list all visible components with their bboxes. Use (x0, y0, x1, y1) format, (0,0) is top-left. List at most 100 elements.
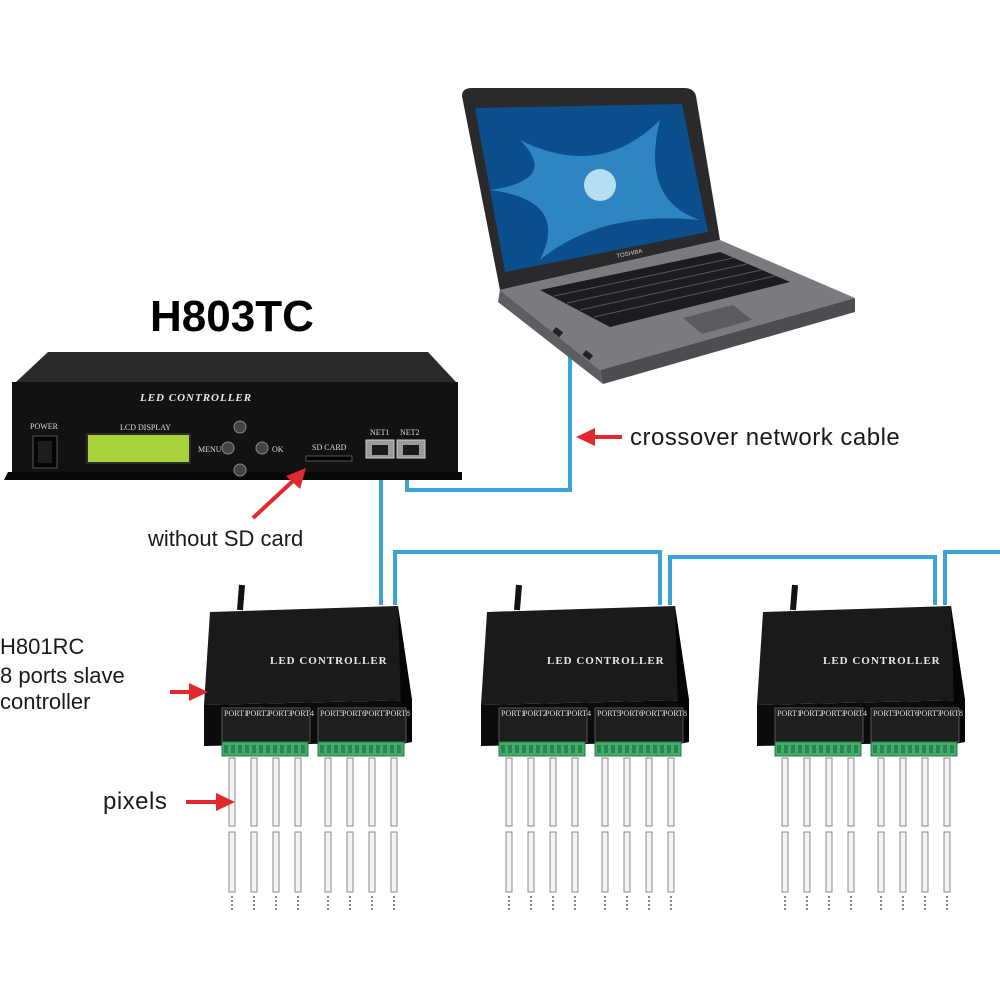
port-label: PORT3 (545, 709, 569, 718)
slave1-to-slave2-cable (393, 550, 662, 605)
pixel-strand (549, 757, 557, 910)
power-label: POWER (30, 422, 59, 431)
port-label: PORT3 (821, 709, 845, 718)
port-block (774, 707, 864, 743)
pixel-strand (294, 757, 302, 910)
port-label: PORT2 (246, 709, 270, 718)
terminal-strip (870, 741, 958, 757)
menu-down-button[interactable] (233, 463, 247, 477)
pixel-strand (877, 757, 885, 910)
pixel-strand (324, 757, 332, 910)
sd-card-slot[interactable] (305, 455, 353, 462)
terminal-strip (317, 741, 405, 757)
pixels-arrow (186, 793, 235, 811)
slave3-onward-cable (943, 550, 1000, 605)
pixel-strand (645, 757, 653, 910)
laptop-brand: TOSHIBA (616, 249, 643, 260)
port-label: PORT5 (873, 709, 897, 718)
pixel-strand (847, 757, 855, 910)
pixel-strand (601, 757, 609, 910)
annotation-arrows (170, 428, 622, 811)
port-label: PORT7 (364, 709, 388, 718)
power-cord (237, 584, 245, 611)
port-label: PORT4 (290, 709, 314, 718)
menu-right-button[interactable] (255, 441, 269, 455)
slave-body (204, 606, 412, 705)
slave-body (481, 606, 689, 705)
without-sd-card-label: without SD card (148, 526, 304, 551)
port-label: PORT7 (641, 709, 665, 718)
pixel-strand (368, 757, 376, 910)
port-label: PORT4 (843, 709, 867, 718)
pixel-strand (899, 757, 907, 910)
slave2-to-slave3-cable (668, 555, 937, 605)
port-label: PORT6 (895, 709, 919, 718)
menu-up-button[interactable] (233, 420, 247, 434)
port-label: PORT5 (597, 709, 621, 718)
pixel-strand (505, 757, 513, 910)
crossover-arrow (576, 428, 622, 446)
port-block (317, 707, 407, 743)
port-label: PORT6 (342, 709, 366, 718)
slave-brand: LED CONTROLLER (547, 655, 665, 667)
net2-label: NET2 (400, 428, 420, 437)
port-block (594, 707, 684, 743)
pixel-strand (250, 757, 258, 910)
crossover-cable-label: crossover network cable (630, 424, 901, 451)
h803tc-controller: LED CONTROLLER POWER LCD DISPLAY MENU OK… (4, 352, 462, 480)
page-title: H803TC (150, 292, 314, 341)
port-label: PORT4 (567, 709, 591, 718)
port-label: PORT7 (917, 709, 941, 718)
lcd-label: LCD DISPLAY (120, 423, 171, 432)
pixel-strand (623, 757, 631, 910)
pixel-strand (527, 757, 535, 910)
port-block (870, 707, 960, 743)
pixel-strand (571, 757, 579, 910)
menu-label: MENU (198, 445, 222, 454)
port-label: PORT1 (777, 709, 801, 718)
port-label: PORT3 (268, 709, 292, 718)
slave-brand: LED CONTROLLER (823, 655, 941, 667)
port-label: PORT1 (224, 709, 248, 718)
pixel-strand (390, 757, 398, 910)
slave-description-line2: controller (0, 689, 91, 714)
terminal-strip (221, 741, 309, 757)
menu-left-button[interactable] (221, 441, 235, 455)
lcd-display (86, 433, 191, 464)
pixel-strand (228, 757, 236, 910)
slave-model-label: H801RC (0, 634, 85, 659)
port-block (221, 707, 311, 743)
net1-label: NET1 (370, 428, 390, 437)
port-label: PORT8 (386, 709, 410, 718)
pixel-strand (272, 757, 280, 910)
port-block (498, 707, 588, 743)
port-label: PORT1 (501, 709, 525, 718)
slave-body (757, 606, 965, 705)
port-label: PORT8 (663, 709, 687, 718)
pixel-strand (346, 757, 354, 910)
port-label: PORT2 (523, 709, 547, 718)
pixel-strand (803, 757, 811, 910)
terminal-strip (498, 741, 586, 757)
sd-card-arrow (251, 468, 306, 520)
port-label: PORT2 (799, 709, 823, 718)
port-label: PORT5 (320, 709, 344, 718)
terminal-strip (594, 741, 682, 757)
terminal-strip (774, 741, 862, 757)
port-label: PORT8 (939, 709, 963, 718)
slave-brand: LED CONTROLLER (270, 655, 388, 667)
slave-controller-arrow (170, 683, 208, 701)
pixels-label: pixels (103, 788, 168, 815)
pixel-strand (667, 757, 675, 910)
laptop-touchpad (683, 305, 752, 334)
power-cord (790, 584, 798, 611)
pixel-strand (825, 757, 833, 910)
master-brand: LED CONTROLLER (139, 392, 252, 404)
pixel-strand (943, 757, 951, 910)
